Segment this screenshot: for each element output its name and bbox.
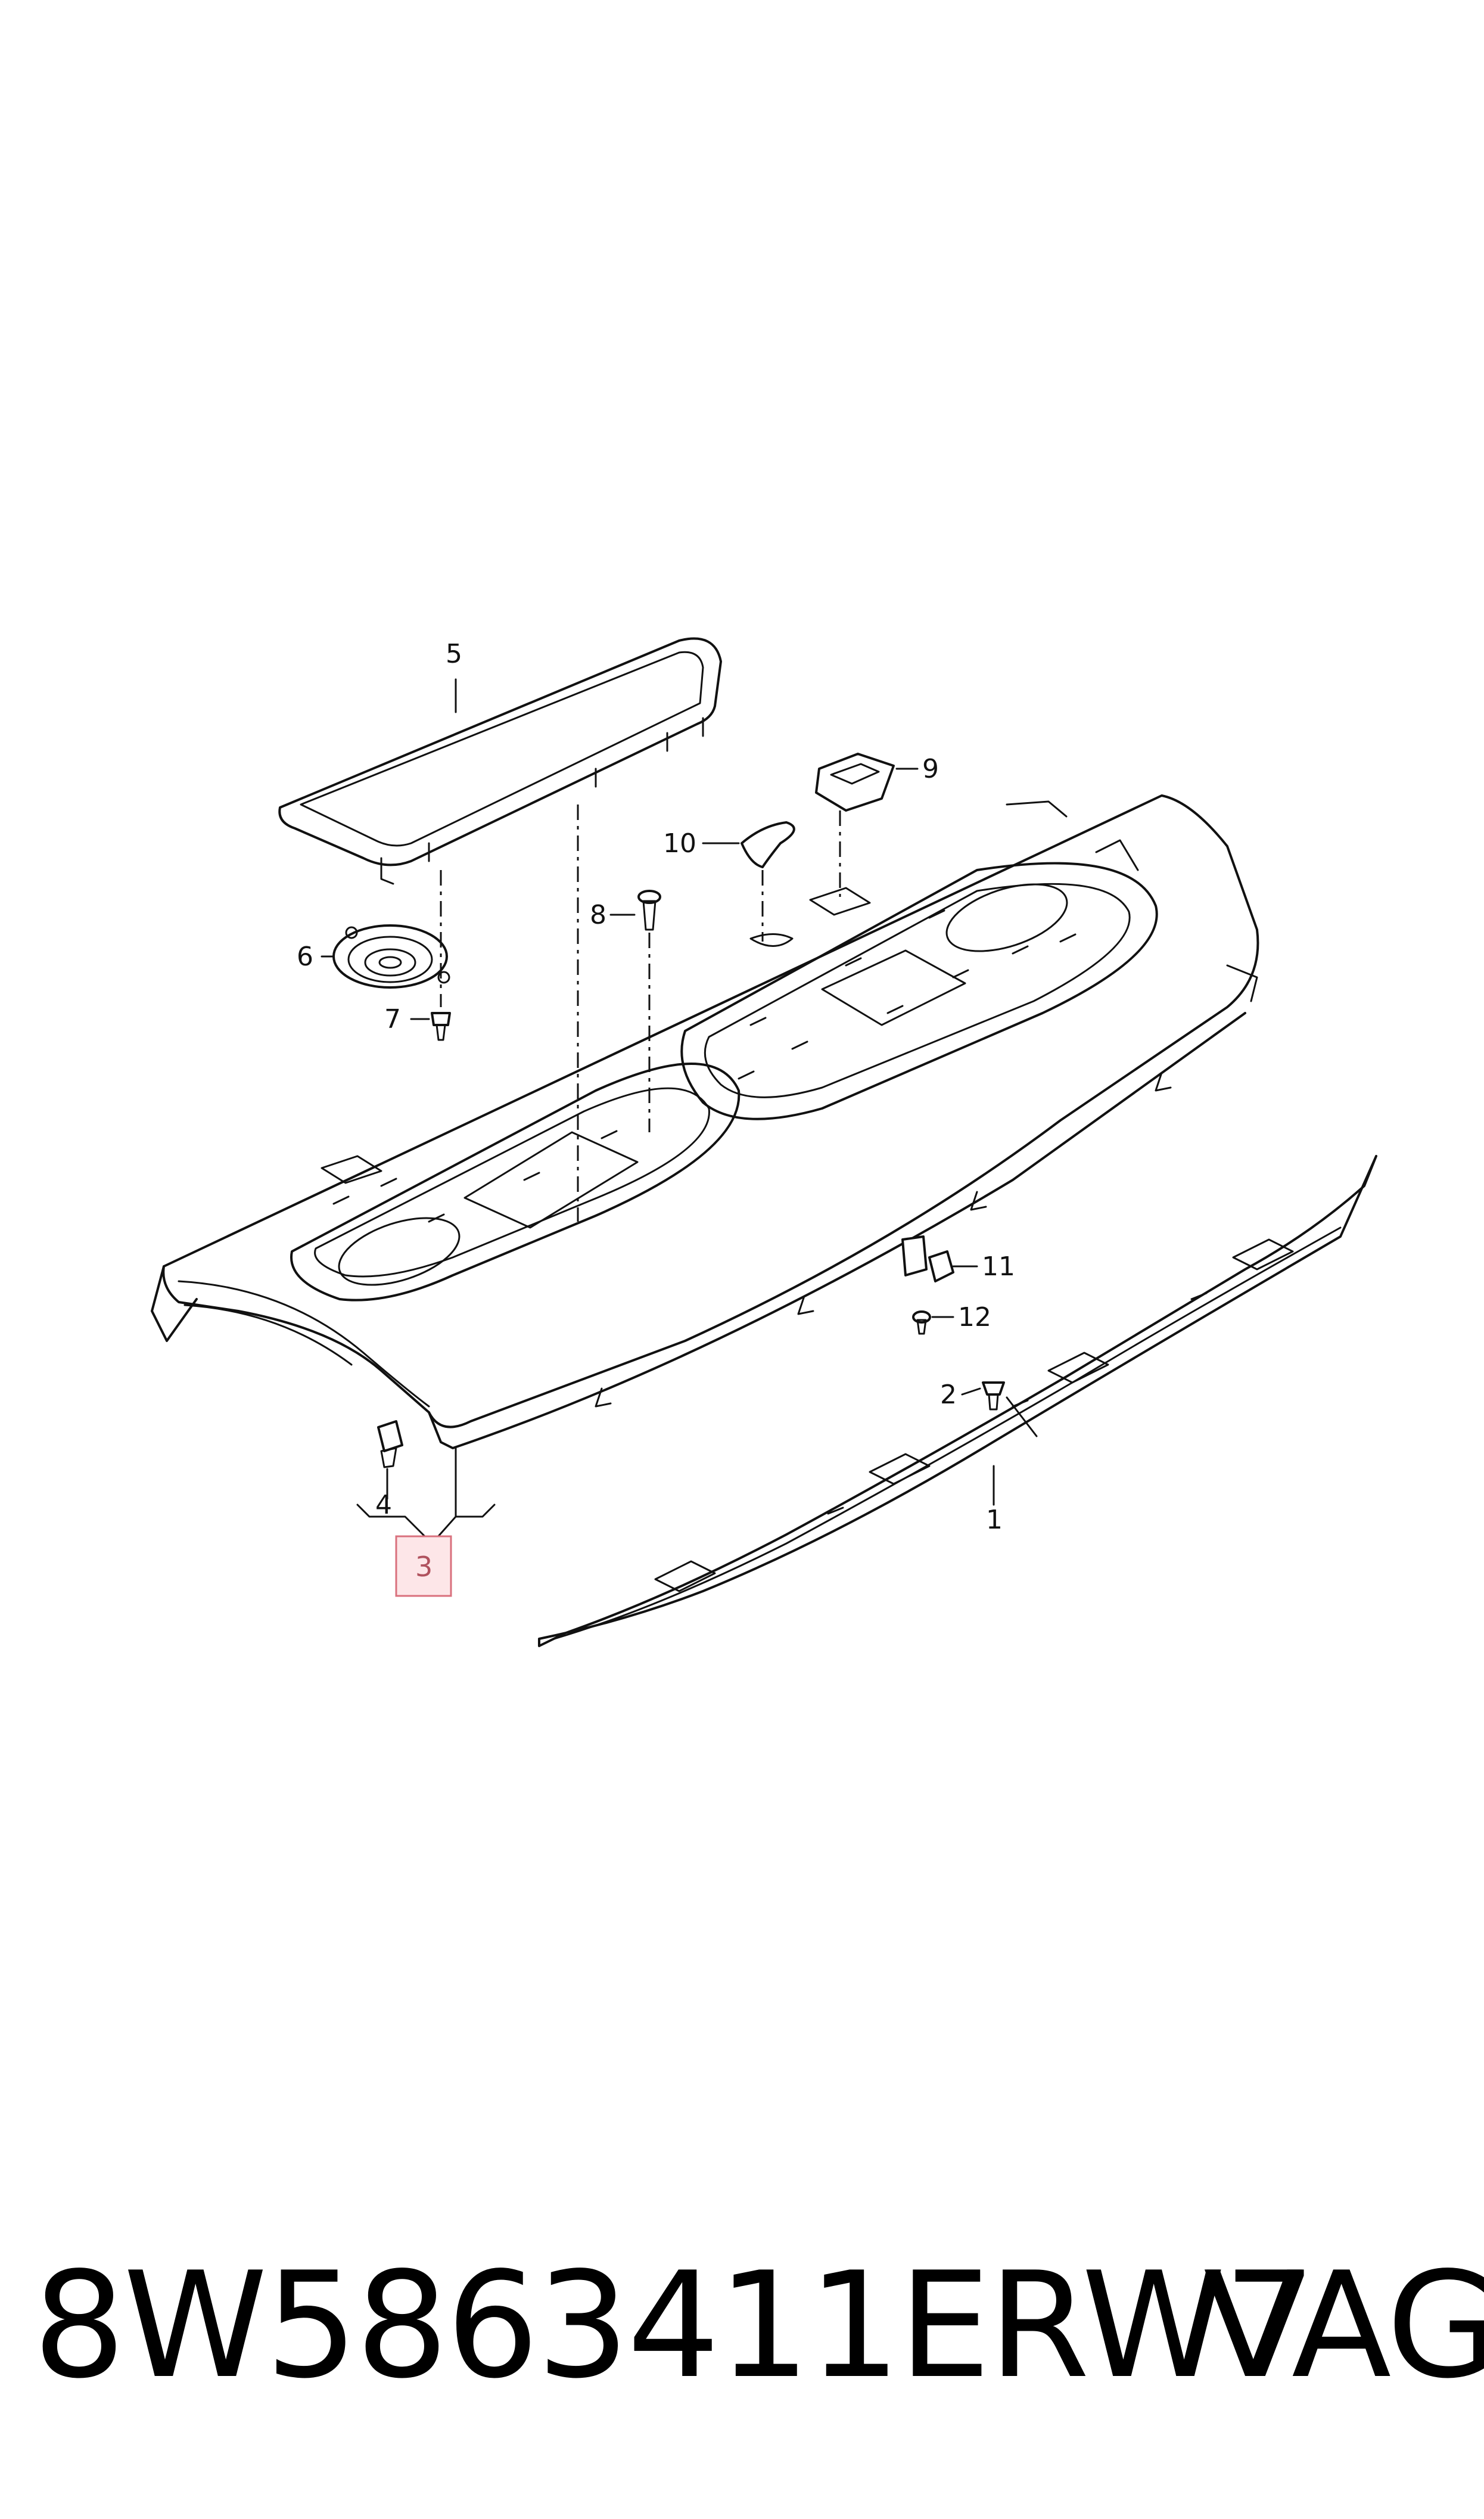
callout-2: 2 xyxy=(940,1380,957,1410)
screw-8 xyxy=(637,890,661,931)
screw-7 xyxy=(431,1012,451,1041)
clip-2 xyxy=(982,1381,1005,1411)
callout-10: 10 xyxy=(663,828,696,859)
clip-11 xyxy=(901,1235,954,1282)
speaker xyxy=(332,924,450,989)
callout-4: 4 xyxy=(375,1490,392,1520)
callout-8: 8 xyxy=(590,900,606,930)
trim-strip xyxy=(538,1155,1377,1647)
callout-3: 3 xyxy=(415,1551,433,1583)
callout-3-highlight[interactable] xyxy=(395,1535,452,1597)
screw-12 xyxy=(912,1310,931,1335)
leader-lines xyxy=(321,678,1038,1545)
callout-6: 6 xyxy=(297,942,313,972)
cover-panel xyxy=(278,637,722,885)
callout-9: 9 xyxy=(922,754,939,784)
clip-4 xyxy=(377,1420,403,1468)
callout-labels: 5 6 7 8 9 10 11 12 2 1 4 3 xyxy=(297,639,1015,1597)
brand-label: VAG xyxy=(1203,2241,1484,2411)
callout-11: 11 xyxy=(982,1251,1015,1282)
callout-5: 5 xyxy=(446,639,462,669)
part-number: 8W5863411ERW7 xyxy=(33,2241,1316,2411)
cap-10 xyxy=(741,821,795,868)
callout-1: 1 xyxy=(986,1505,1003,1535)
callout-12: 12 xyxy=(958,1302,991,1333)
callout-7: 7 xyxy=(384,1004,401,1035)
exploded-view-drawing: 5 6 7 8 9 10 11 12 2 1 4 3 xyxy=(151,637,1377,1647)
parcel-shelf xyxy=(151,794,1259,1449)
clip-9 xyxy=(815,753,895,812)
